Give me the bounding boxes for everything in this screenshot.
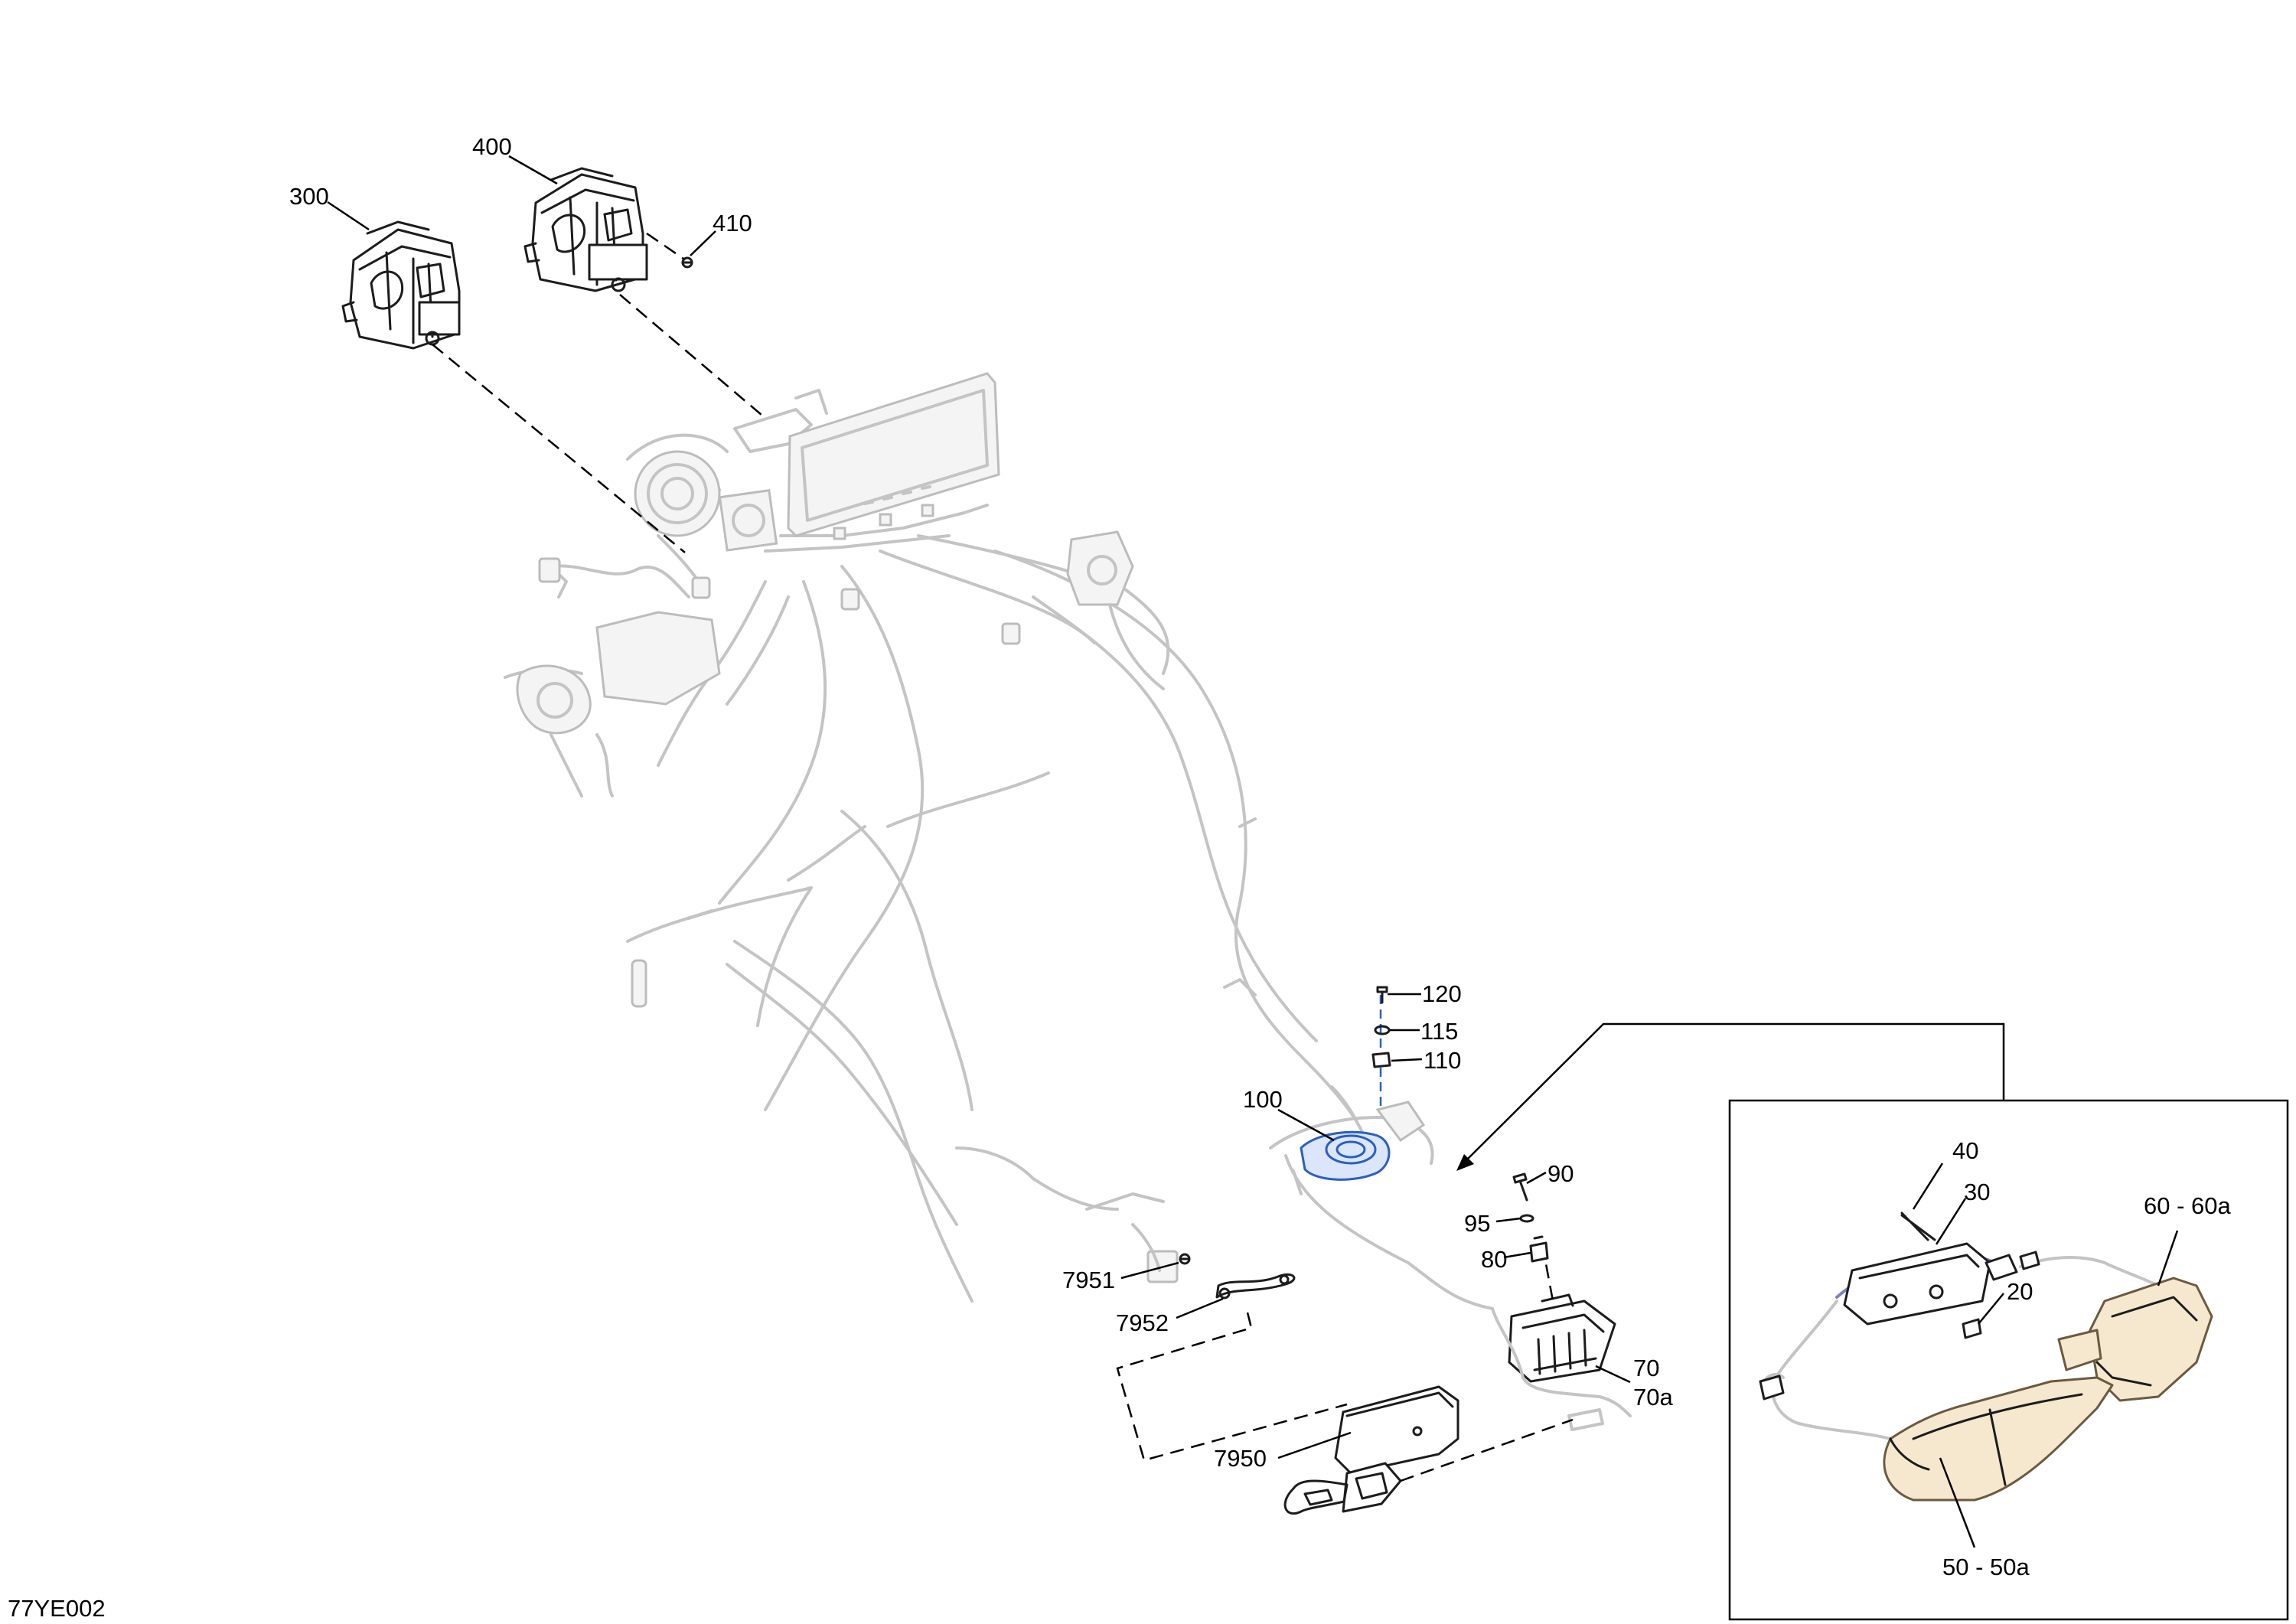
grommet-80-icon bbox=[1529, 1235, 1549, 1263]
callout-7951: 7951 bbox=[1062, 1267, 1115, 1293]
callout-70a: 70a bbox=[1633, 1384, 1673, 1410]
detail-box bbox=[1728, 1099, 2289, 1621]
callout-20: 20 bbox=[2007, 1278, 2033, 1305]
leader-dash-410 bbox=[646, 232, 684, 260]
callout-70: 70 bbox=[1633, 1355, 1659, 1381]
screw-120-icon bbox=[1376, 986, 1388, 1004]
speaker-icon bbox=[1269, 1085, 1494, 1310]
callout-30: 30 bbox=[1964, 1179, 1990, 1205]
leader-dash-400 bbox=[619, 294, 768, 420]
key-fob-dash-frame bbox=[1116, 1312, 1348, 1462]
callout-300: 300 bbox=[289, 183, 329, 210]
callout-115: 115 bbox=[1420, 1018, 1458, 1045]
callout-100: 100 bbox=[1243, 1086, 1283, 1113]
detail-arrow-line bbox=[1461, 1022, 2005, 1166]
washer-95-icon bbox=[1519, 1214, 1534, 1223]
callout-80: 80 bbox=[1481, 1246, 1507, 1273]
antenna-detail-icon bbox=[1759, 1211, 2213, 1502]
screw-90-icon bbox=[1512, 1172, 1528, 1202]
callout-50-50a: 50 - 50a bbox=[1942, 1554, 2030, 1580]
callout-110: 110 bbox=[1424, 1047, 1461, 1074]
detail-arrow-head bbox=[1456, 1154, 1474, 1171]
callout-60-60a: 60 - 60a bbox=[2144, 1192, 2232, 1219]
module-300-icon bbox=[341, 220, 461, 350]
callout-120: 120 bbox=[1422, 980, 1462, 1007]
screw-7951-icon bbox=[1179, 1253, 1191, 1265]
nut-110-icon bbox=[1371, 1052, 1391, 1068]
callout-90: 90 bbox=[1548, 1160, 1574, 1187]
leader-lines bbox=[327, 155, 2179, 1548]
module-400-icon bbox=[523, 167, 648, 292]
bracket-icon bbox=[1215, 1273, 1296, 1300]
callout-7950: 7950 bbox=[1214, 1445, 1267, 1472]
wiring-harness-icon bbox=[504, 389, 1371, 1303]
washer-115-icon bbox=[1374, 1025, 1391, 1035]
callout-40: 40 bbox=[1952, 1137, 1978, 1164]
connector-icon bbox=[1567, 1408, 1604, 1431]
callout-7952: 7952 bbox=[1116, 1309, 1169, 1336]
callout-410: 410 bbox=[713, 210, 752, 236]
leader-dash-300 bbox=[432, 344, 686, 553]
key-fob-dash-connector bbox=[1400, 1418, 1574, 1482]
antenna-icon bbox=[1491, 1293, 1632, 1417]
display-screen-icon bbox=[787, 372, 1000, 540]
callout-400: 400 bbox=[472, 133, 512, 160]
callout-95: 95 bbox=[1464, 1210, 1490, 1237]
key-fob-icon bbox=[1283, 1385, 1459, 1515]
diagram-code: 77YE002 bbox=[8, 1595, 106, 1622]
screw-410-icon bbox=[681, 256, 693, 269]
